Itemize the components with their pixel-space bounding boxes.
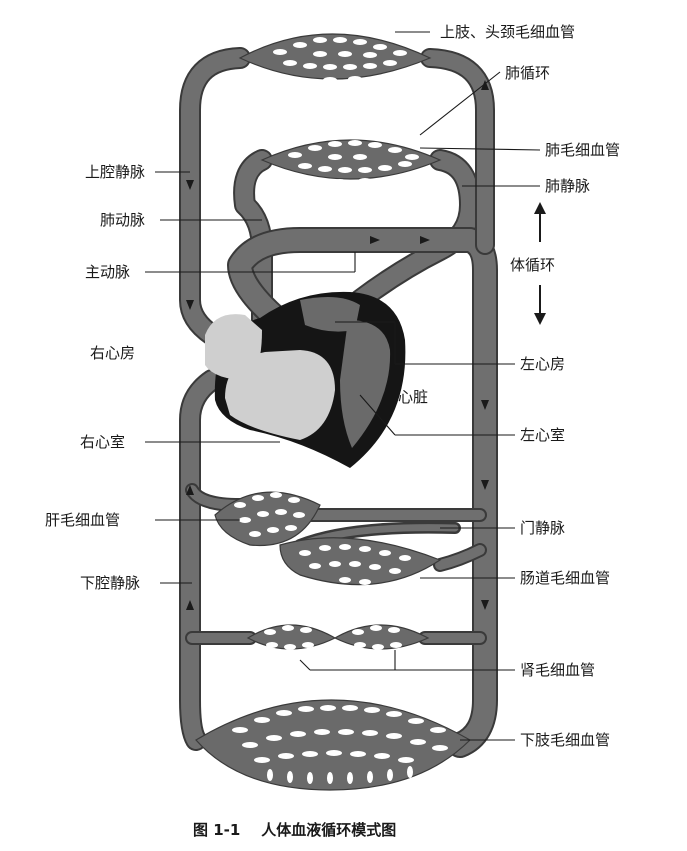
label-pulmonary-artery: 肺动脉 <box>100 211 145 229</box>
capillary-kidney <box>246 624 430 650</box>
label-pulmonary-circulation: 肺循环 <box>505 64 550 82</box>
capillary-lung <box>260 139 442 185</box>
label-right-atrium: 右心房 <box>90 344 135 362</box>
label-superior-vena-cava: 上腔静脉 <box>85 163 145 181</box>
label-aorta: 主动脉 <box>85 263 130 281</box>
systemic-circulation-arrows <box>534 202 546 325</box>
right-atrium-chamber <box>205 314 262 380</box>
label-kidney-capillaries: 肾毛细血管 <box>520 661 595 679</box>
label-left-ventricle: 左心室 <box>520 426 565 444</box>
label-right-ventricle: 右心室 <box>80 433 125 451</box>
left-ventricle-chamber <box>340 320 391 448</box>
label-systemic-circulation: 体循环 <box>510 256 555 274</box>
labels: 上肢、头颈毛细血管 肺循环 肺毛细血管 肺静脉 上腔静脉 肺动脉 主动脉 体循环… <box>45 23 620 839</box>
label-upper-limb-head-neck-capillaries: 上肢、头颈毛细血管 <box>440 23 575 41</box>
left-atrium-chamber <box>300 296 360 332</box>
label-liver-capillaries: 肝毛细血管 <box>45 511 120 529</box>
label-inferior-vena-cava: 下腔静脉 <box>80 574 140 592</box>
label-pulmonary-capillaries: 肺毛细血管 <box>545 141 620 159</box>
label-portal-vein: 门静脉 <box>520 519 565 537</box>
arrow-up-icon <box>534 202 546 214</box>
heart <box>205 291 406 468</box>
label-left-atrium: 左心房 <box>520 355 565 373</box>
capillary-intestine <box>279 537 442 586</box>
leader-lines <box>145 31 541 741</box>
figure-caption: 图 1-1 人体血液循环模式图 <box>193 821 396 839</box>
arrow-down-icon <box>534 313 546 325</box>
label-intestinal-capillaries: 肠道毛细血管 <box>520 569 610 587</box>
capillary-lower-limb <box>195 699 471 791</box>
arterial-vessels <box>227 48 498 758</box>
flow-arrows <box>186 80 489 610</box>
capillary-head-neck <box>238 33 432 83</box>
label-lower-limb-capillaries: 下肢毛细血管 <box>520 731 610 749</box>
capillary-liver <box>214 491 321 547</box>
label-pulmonary-vein: 肺静脉 <box>545 177 590 195</box>
label-heart: 心脏 <box>398 388 428 406</box>
